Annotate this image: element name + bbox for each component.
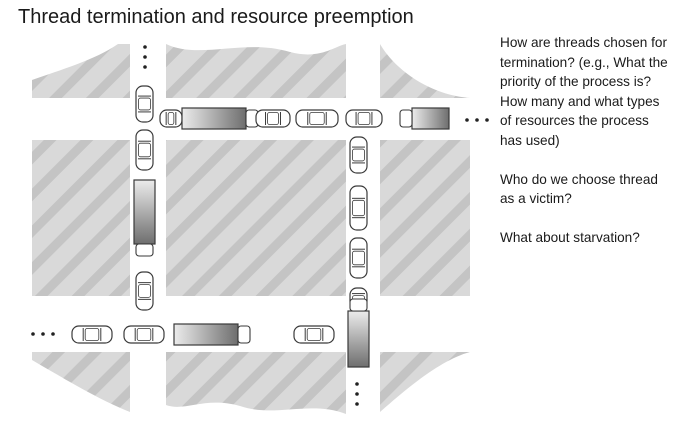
city-blocks bbox=[32, 44, 470, 414]
car-icon bbox=[255, 109, 291, 128]
dots-right bbox=[465, 118, 489, 122]
block-bottom-right bbox=[380, 352, 470, 412]
car-icon bbox=[349, 185, 368, 231]
truck-icon bbox=[173, 323, 251, 346]
notes-panel: How are threads chosen for termination? … bbox=[500, 33, 668, 267]
block-mid-right bbox=[380, 140, 470, 296]
dots-top bbox=[143, 45, 147, 69]
block-top-right bbox=[380, 44, 470, 98]
car-icon bbox=[293, 325, 335, 344]
car-icon bbox=[349, 136, 368, 174]
car-icon bbox=[159, 109, 183, 128]
note-termination: How are threads chosen for termination? … bbox=[500, 35, 668, 148]
block-top-left bbox=[32, 44, 130, 98]
car-icon bbox=[71, 325, 113, 344]
car-icon bbox=[135, 271, 154, 311]
truck-icon bbox=[133, 179, 156, 257]
block-center bbox=[166, 140, 346, 296]
car-icon bbox=[345, 109, 383, 128]
dots-left bbox=[31, 332, 55, 336]
car-icon bbox=[135, 129, 154, 171]
vehicles bbox=[71, 85, 450, 368]
page-title: Thread termination and resource preempti… bbox=[18, 6, 414, 28]
truck-icon bbox=[347, 298, 370, 368]
car-icon bbox=[123, 325, 165, 344]
car-icon bbox=[295, 109, 339, 128]
dots-bottom bbox=[355, 382, 359, 406]
car-icon bbox=[349, 237, 368, 279]
block-bottom-left bbox=[32, 352, 130, 412]
note-starvation: What about starvation? bbox=[500, 230, 640, 245]
note-victim: Who do we choose thread as a victim? bbox=[500, 171, 658, 207]
block-mid-left bbox=[32, 140, 130, 296]
car-icon bbox=[135, 85, 154, 123]
truck-icon bbox=[181, 107, 259, 130]
ellipsis-dots bbox=[31, 45, 489, 406]
block-top-center bbox=[166, 44, 346, 98]
block-bottom-center bbox=[166, 352, 346, 414]
truck-icon bbox=[399, 107, 450, 130]
